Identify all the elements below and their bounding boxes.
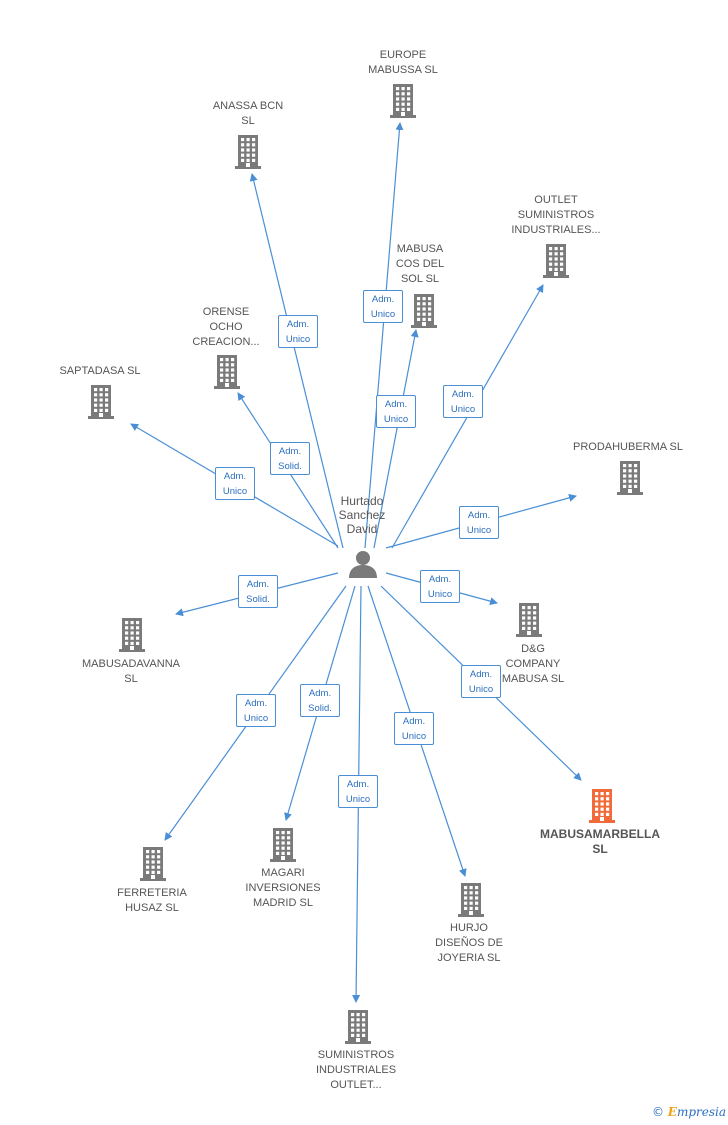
company-label-hurjo[interactable]: HURJO DISEÑOS DE JOYERIA SL <box>435 922 503 964</box>
company-label-marbella[interactable]: MABUSAMARBELLA SL <box>540 827 660 856</box>
role-badge-dg[interactable]: Adm. Unico <box>420 570 460 603</box>
company-label-magari[interactable]: MAGARI INVERSIONES MADRID SL <box>245 867 321 909</box>
role-badge-outlet[interactable]: Adm. Unico <box>443 385 483 418</box>
role-badge-saptadasa[interactable]: Adm. Unico <box>215 467 255 500</box>
building-icon[interactable] <box>268 828 298 862</box>
company-label-suministros[interactable]: SUMINISTROS INDUSTRIALES OUTLET... <box>315 1049 397 1091</box>
building-icon[interactable] <box>409 294 439 328</box>
brand-logo-letter: E <box>667 1105 677 1119</box>
center-person-name: Hurtado Sanchez David <box>338 494 386 536</box>
building-icon[interactable] <box>456 883 486 917</box>
person-icon[interactable] <box>348 549 378 579</box>
company-label-mabusacos[interactable]: MABUSA COS DEL SOL SL <box>395 243 445 285</box>
building-icon[interactable] <box>138 847 168 881</box>
role-badge-ferreteria[interactable]: Adm. Unico <box>236 694 276 727</box>
copyright-symbol: © <box>651 1105 664 1119</box>
company-label-ferreteria[interactable]: FERRETERIA HUSAZ SL <box>117 887 187 914</box>
building-icon[interactable] <box>388 84 418 118</box>
building-icon[interactable] <box>587 789 617 823</box>
company-label-prodahuberma[interactable]: PRODAHUBERMA SL <box>572 441 684 453</box>
company-label-orense[interactable]: ORENSE OCHO CREACION... <box>192 306 260 348</box>
role-badge-mabusacos[interactable]: Adm. Unico <box>376 395 416 428</box>
building-icon[interactable] <box>212 355 242 389</box>
company-label-saptadasa[interactable]: SAPTADASA SL <box>59 365 141 377</box>
role-badge-anassa[interactable]: Adm. Unico <box>278 315 318 348</box>
building-icon[interactable] <box>615 461 645 495</box>
building-icon[interactable] <box>541 244 571 278</box>
role-badge-prodahuberma[interactable]: Adm. Unico <box>459 506 499 539</box>
company-label-mabusadavanna[interactable]: MABUSADAVANNA SL <box>81 658 180 685</box>
edge-anassa <box>249 173 344 549</box>
brand-watermark: © Empresia <box>652 1105 726 1119</box>
role-badge-magari[interactable]: Adm. Solid. <box>300 684 340 717</box>
role-badge-europe[interactable]: Adm. Unico <box>363 290 403 323</box>
brand-name: mpresia <box>676 1105 726 1119</box>
company-label-anassa[interactable]: ANASSA BCN SL <box>212 100 284 127</box>
role-badge-suministros[interactable]: Adm. Unico <box>338 775 378 808</box>
company-label-dg[interactable]: D&G COMPANY MABUSA SL <box>501 643 565 685</box>
building-icon[interactable] <box>343 1010 373 1044</box>
role-badge-marbella[interactable]: Adm. Unico <box>461 665 501 698</box>
role-badge-hurjo[interactable]: Adm. Unico <box>394 712 434 745</box>
building-icon[interactable] <box>514 603 544 637</box>
building-icon[interactable] <box>233 135 263 169</box>
company-label-europe[interactable]: EUROPE MABUSSA SL <box>368 49 438 76</box>
building-icon[interactable] <box>86 385 116 419</box>
role-badge-orense[interactable]: Adm. Solid. <box>270 442 310 475</box>
edge-europe <box>364 122 404 549</box>
role-badge-mabusadavanna[interactable]: Adm. Solid. <box>238 575 278 608</box>
company-label-outlet[interactable]: OUTLET SUMINISTROS INDUSTRIALES... <box>511 194 601 236</box>
edge-mabusacos <box>373 329 419 549</box>
building-icon[interactable] <box>117 618 147 652</box>
